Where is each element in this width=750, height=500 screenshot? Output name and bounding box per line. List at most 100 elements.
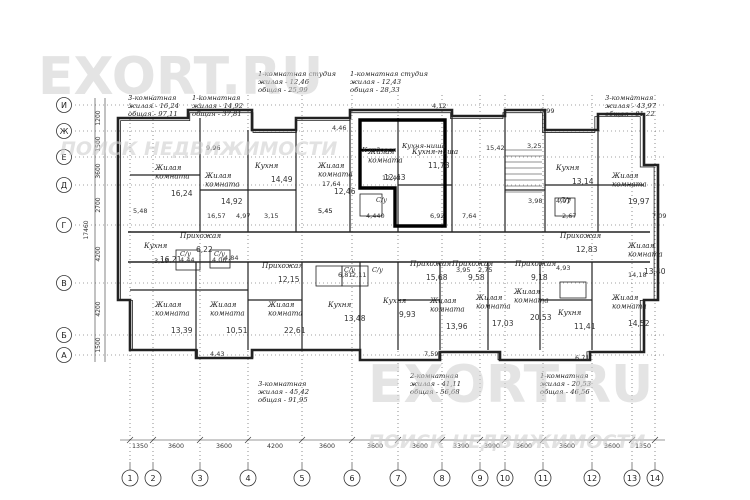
column-axis-label: 3 xyxy=(197,474,202,483)
apartment-title: 1-комнатная студия xyxy=(258,70,336,78)
bathroom-label: С/у xyxy=(214,250,225,258)
row-axis-label: Ж xyxy=(60,127,69,136)
room-area: 14,49 xyxy=(271,175,293,184)
room-name-line: комната xyxy=(612,180,647,189)
small-area-value: 4,44 xyxy=(180,256,194,264)
room-label: Прихожая xyxy=(179,231,221,240)
dimension-tick xyxy=(651,436,659,444)
column-axis-label: 1 xyxy=(127,474,132,483)
room-label: Кухня-ниша xyxy=(411,147,458,156)
column-axis-bubble xyxy=(239,469,257,487)
bathroom-label: С/у xyxy=(180,250,191,258)
row-axis-label: В xyxy=(61,279,67,288)
room-name-line: комната xyxy=(155,172,190,181)
small-area-value: 2,11 xyxy=(352,271,366,279)
room-name-line: Прихожая xyxy=(559,231,601,240)
kladovaya-label: Кладовая xyxy=(361,146,397,154)
room-name-line: Прихожая xyxy=(514,259,556,268)
column-axis-bubble xyxy=(433,469,451,487)
apartment-title: 3-комнатная xyxy=(128,94,177,102)
room-area: 13,40 xyxy=(644,267,666,276)
apartment-title: 3-комнатная xyxy=(258,380,307,388)
studio-highlight-wall xyxy=(358,118,447,228)
building-walls xyxy=(116,108,660,362)
left-dimension-value: 4200 xyxy=(95,301,102,316)
small-area-value: 7,09 xyxy=(652,212,666,220)
dimension-tick xyxy=(539,436,547,444)
room-area: 13,48 xyxy=(344,314,366,323)
room-area: 22,61 xyxy=(284,326,306,335)
column-axis-bubble xyxy=(343,469,361,487)
bottom-dimension-value: 3600 xyxy=(367,443,383,450)
room-name-line: Жилая xyxy=(429,296,457,305)
room-area: 15,68 xyxy=(426,273,448,282)
bottom-dimension-value: 4200 xyxy=(267,443,283,450)
bottom-dimension-value: 3390 xyxy=(453,443,469,450)
small-area-value: 4,97 xyxy=(236,212,250,220)
room-name-line: Кухня xyxy=(327,300,352,309)
column-axis-label: 11 xyxy=(538,474,548,483)
watermark-brand: EXORT.RU xyxy=(368,355,653,415)
room-name-line: Жилая xyxy=(627,241,655,250)
row-axis-bubble xyxy=(56,97,72,113)
bottom-dimension-value: 3990 xyxy=(484,443,500,450)
interior-wall-line xyxy=(120,112,655,361)
small-area-value: 6,71 xyxy=(575,354,589,362)
row-axis-bubble xyxy=(56,217,72,233)
dimension-tick xyxy=(196,436,204,444)
small-area-value: 4,06 xyxy=(212,256,226,264)
apartment-total-area: общая - 56,68 xyxy=(410,388,460,396)
bottom-dimension-value: 3600 xyxy=(412,443,428,450)
room-area: 10,51 xyxy=(226,326,248,335)
room-label: Прихожая xyxy=(451,259,493,268)
row-axis-bubble xyxy=(56,123,72,139)
room-name-line: комната xyxy=(318,170,353,179)
small-area-value: 4,84 xyxy=(224,254,238,262)
room-name-line: Прихожая xyxy=(409,259,451,268)
room-name-line: Кухня xyxy=(555,163,580,172)
room-label: Кухня xyxy=(254,161,279,170)
room-name-line: Жилая xyxy=(367,147,395,156)
dimension-tick xyxy=(244,436,252,444)
column-axis-bubble xyxy=(496,469,514,487)
bathroom-label: С/у xyxy=(376,196,387,204)
dimension-tick xyxy=(298,436,306,444)
room-label: Кухня xyxy=(555,163,580,172)
room-name-line: Прихожая xyxy=(451,259,493,268)
column-axis-label: 2 xyxy=(150,474,155,483)
column-axis-bubble xyxy=(121,469,139,487)
kuhnya-nisha-label: Кухня-ниша xyxy=(401,142,446,150)
small-area-value: 7,59 xyxy=(424,350,438,358)
small-area-value: 6,81 xyxy=(338,271,352,279)
apartment-total-area: общая - 97,11 xyxy=(128,110,178,118)
room-area: 14,92 xyxy=(221,197,243,206)
small-area-value: 5,48 xyxy=(133,207,147,215)
room-name-line: комната xyxy=(210,309,245,318)
small-area-value: 5,45 xyxy=(318,207,332,215)
small-area-value: 7,64 xyxy=(462,212,476,220)
left-dimension-value: 4200 xyxy=(95,246,102,261)
watermark-brand: EXORT.RU xyxy=(38,47,323,107)
room-area: 11,41 xyxy=(574,322,596,331)
left-dimension-value: 1200 xyxy=(95,110,102,125)
small-area-value: 4,97 xyxy=(556,197,570,205)
small-area-value: 3,25 xyxy=(527,142,541,150)
exterior-wall xyxy=(116,108,660,362)
dimension-tick xyxy=(501,436,509,444)
row-axis-bubble xyxy=(56,177,72,193)
room-name-line: комната xyxy=(155,309,190,318)
column-axis-label: 4 xyxy=(245,474,250,483)
left-dimension-value: 17460 xyxy=(83,220,90,239)
room-name-line: Жилая xyxy=(267,300,295,309)
room-area: 20,53 xyxy=(530,313,552,322)
